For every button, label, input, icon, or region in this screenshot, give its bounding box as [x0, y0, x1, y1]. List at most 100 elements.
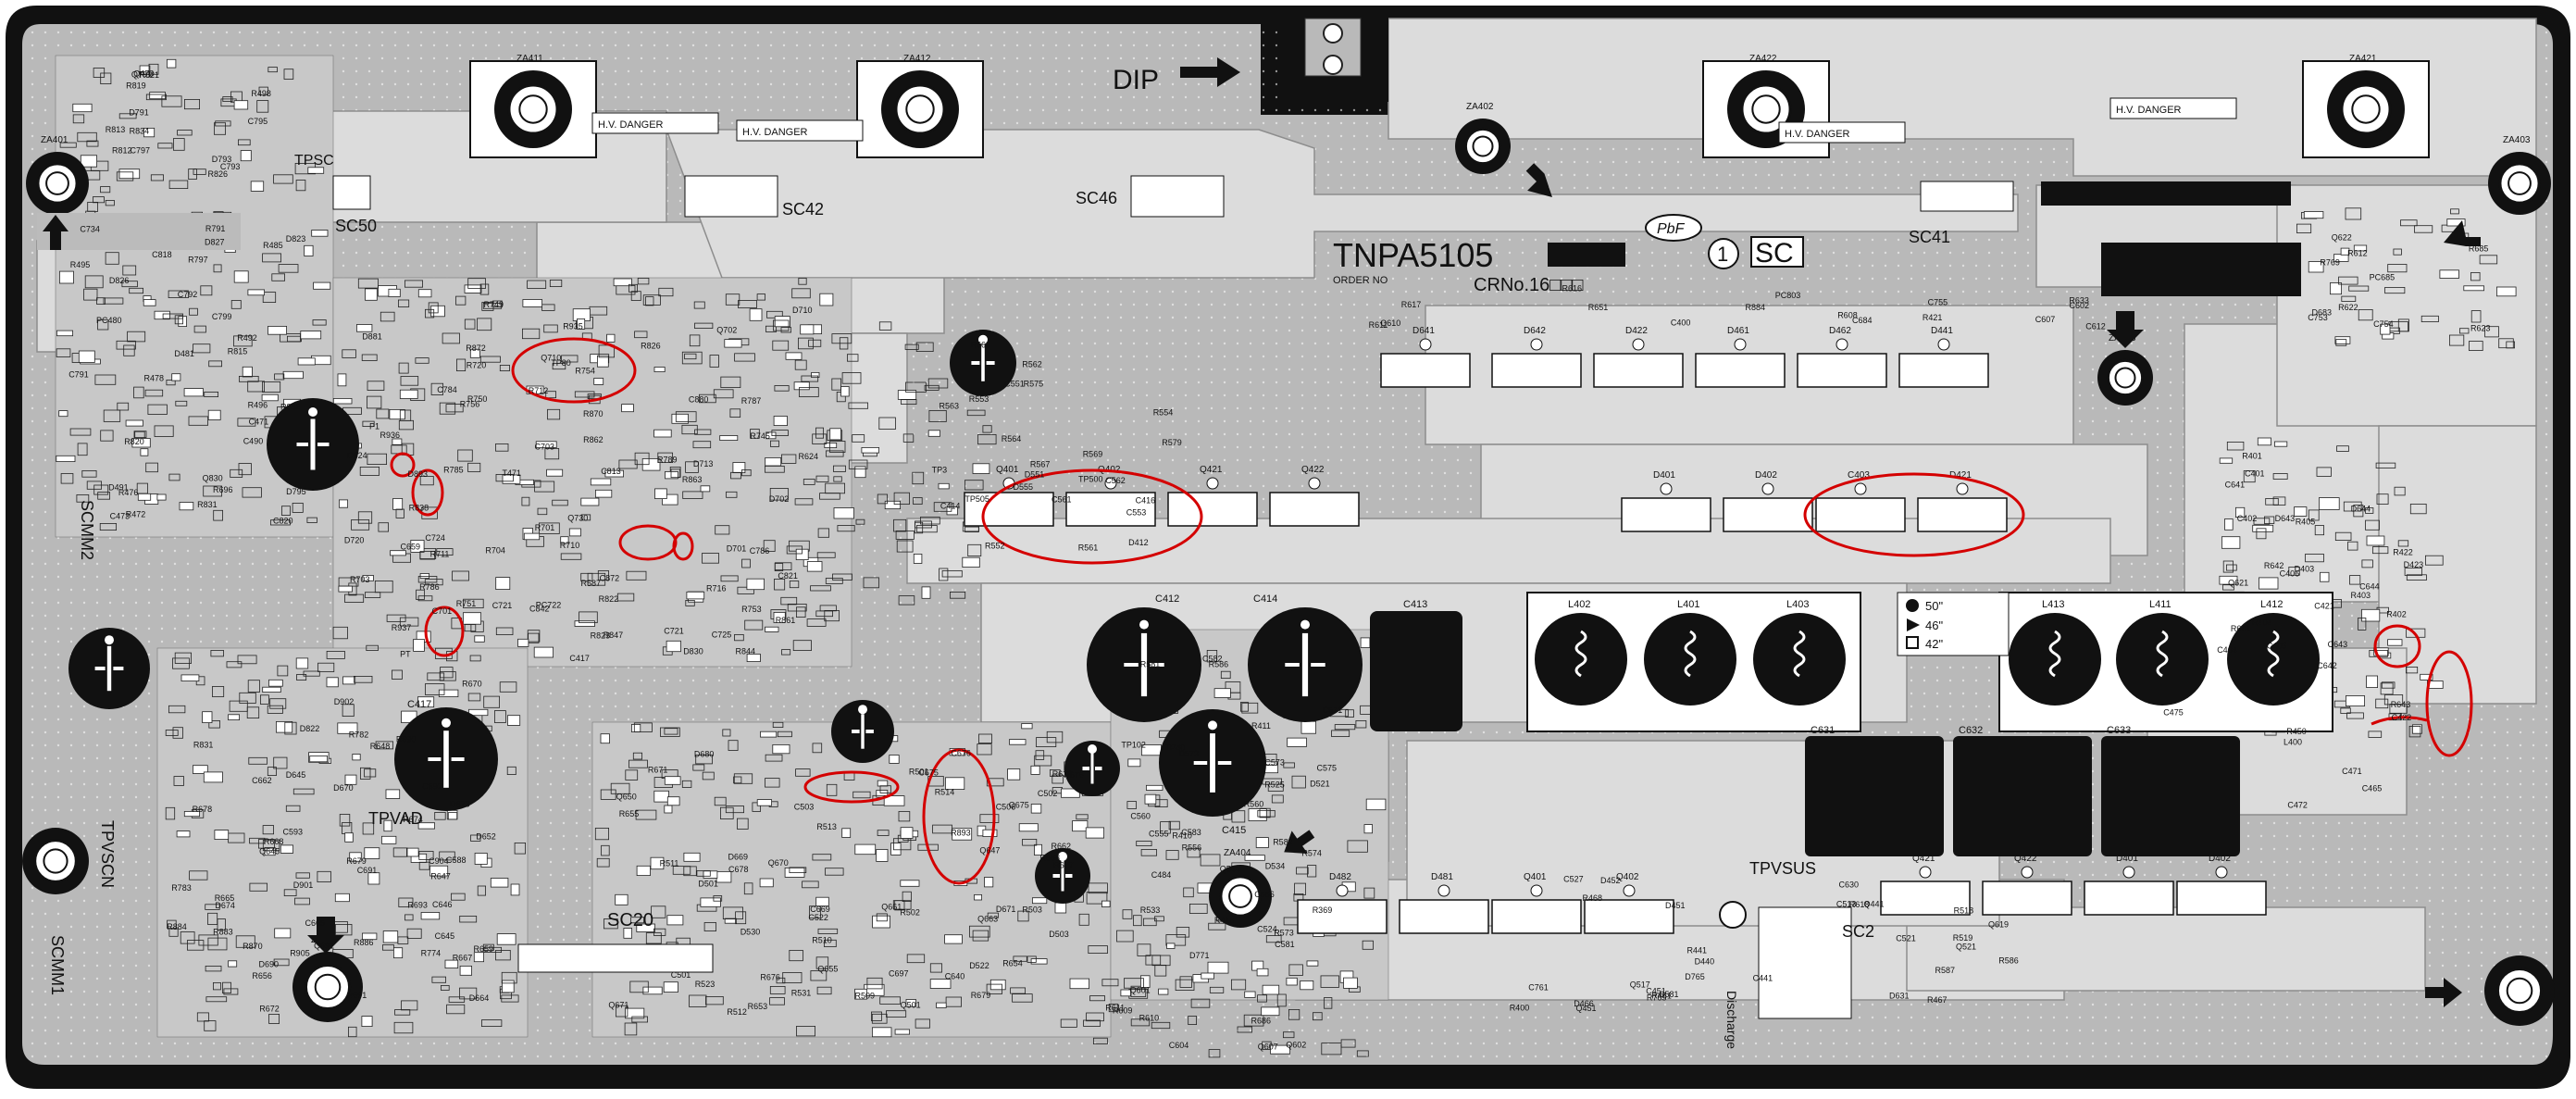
- fet-label: Q421: [1912, 854, 1935, 864]
- designator: R402: [2386, 609, 2407, 618]
- designator: C734: [80, 225, 100, 234]
- designator: R633: [2069, 296, 2089, 306]
- designator: C416: [1136, 495, 1156, 505]
- designator: R861: [776, 616, 796, 625]
- designator: D690: [259, 960, 280, 969]
- designator: R451: [1651, 991, 1672, 1000]
- designator: C799: [212, 312, 232, 321]
- designator: R751: [456, 599, 477, 608]
- designator: R410: [1172, 830, 1192, 840]
- designator: R716: [706, 584, 727, 593]
- designator: Q671: [608, 1001, 628, 1010]
- designator: R531: [791, 989, 812, 998]
- designator: R415: [1214, 916, 1235, 925]
- designator: C761: [1528, 982, 1549, 992]
- designator: Q521: [1956, 943, 1976, 952]
- designator: C630: [1839, 880, 1860, 890]
- designator: C400: [1671, 318, 1691, 327]
- designator: D440: [1695, 956, 1715, 966]
- designator: R574: [1301, 849, 1322, 858]
- fet-package: Q422: [1269, 465, 1360, 527]
- designator: R655: [619, 809, 640, 818]
- legend-42: 42": [1925, 637, 1943, 651]
- designator: R647: [430, 871, 451, 880]
- designator: R936: [380, 431, 401, 440]
- designator: R831: [197, 500, 218, 509]
- designator: D669: [728, 852, 749, 861]
- designator: C754: [2373, 319, 2394, 329]
- designator: C753: [2308, 313, 2328, 322]
- designator: R884: [167, 922, 187, 931]
- designator: D522: [969, 961, 989, 970]
- designator: C441: [1753, 973, 1773, 982]
- block-c413: [1370, 611, 1462, 731]
- designator: D503: [1049, 930, 1069, 939]
- designator: R639: [1052, 769, 1073, 779]
- mount-label: ZA404: [1224, 848, 1251, 858]
- designator: R819: [126, 81, 146, 90]
- designator: D643: [2275, 514, 2296, 523]
- designator: Q602: [1286, 1040, 1306, 1049]
- designator: R617: [1401, 300, 1422, 309]
- designator: R789: [657, 455, 678, 464]
- designator: D573: [1179, 749, 1200, 758]
- fet-label: D482: [1329, 872, 1351, 882]
- designator: Q702: [716, 326, 737, 335]
- designator: R511: [660, 858, 679, 868]
- designator: D530: [740, 927, 761, 936]
- mounting-hole: ZA422: [1702, 54, 1830, 158]
- designator: R863: [682, 475, 703, 484]
- highlight-q908: [618, 524, 678, 561]
- designator: R405: [2296, 518, 2316, 527]
- designator: C684: [1852, 316, 1873, 325]
- designator: D901: [293, 880, 314, 890]
- designator: R653: [748, 1002, 768, 1011]
- highlight-r906: [672, 531, 694, 561]
- upright-arrow-icon: [2444, 220, 2481, 246]
- fet-label: Q401: [996, 465, 1019, 475]
- designator: C669: [810, 905, 830, 914]
- mounting-hole: ZA402: [1455, 102, 1511, 174]
- designator: R893: [951, 829, 971, 838]
- designator: D671: [996, 905, 1016, 914]
- designator: PC480: [96, 316, 122, 325]
- designator: R701: [535, 523, 555, 532]
- designator: R563: [940, 402, 960, 411]
- designator: R422: [2393, 547, 2413, 556]
- designator: C791: [68, 370, 89, 380]
- designator: C473: [110, 512, 131, 521]
- designator: Q730: [567, 514, 588, 523]
- connector-sc20: SC20: [607, 910, 653, 930]
- designator: R656: [252, 971, 272, 980]
- designator: R642: [2264, 561, 2284, 570]
- designator: Q791: [131, 70, 152, 80]
- designator: R782: [349, 731, 369, 740]
- connector-sc50: SC50: [335, 217, 377, 235]
- designator: R711: [430, 550, 450, 559]
- designator: R886: [354, 938, 374, 947]
- designator: R502: [900, 908, 920, 918]
- fet-package: D481: [1399, 872, 1489, 934]
- fet-package: Q401: [1491, 872, 1582, 934]
- designator: D827: [205, 238, 225, 247]
- designator: R870: [583, 409, 604, 418]
- designator: R872: [466, 343, 486, 353]
- inductor: L411: [2116, 599, 2209, 706]
- designator: R676: [760, 972, 780, 981]
- direction-arrows: [43, 163, 2481, 1007]
- inductor-label: L403: [1786, 599, 1809, 610]
- designator: C555: [1149, 830, 1169, 839]
- electrolytic-capacitor: [1035, 848, 1090, 904]
- designator: C582: [1202, 654, 1223, 663]
- inductor-label: L412: [2260, 599, 2283, 610]
- tp-vad: TPVAD: [368, 809, 423, 828]
- mount-label: ZA421: [2349, 54, 2377, 64]
- designator: C659: [401, 542, 421, 551]
- dip-arrow-icon: [1180, 57, 1240, 87]
- designator: D795: [286, 487, 306, 496]
- designator: R787: [741, 396, 762, 406]
- designator: R756: [460, 399, 480, 408]
- designator: C644: [2359, 582, 2380, 592]
- designator: T471: [503, 468, 522, 478]
